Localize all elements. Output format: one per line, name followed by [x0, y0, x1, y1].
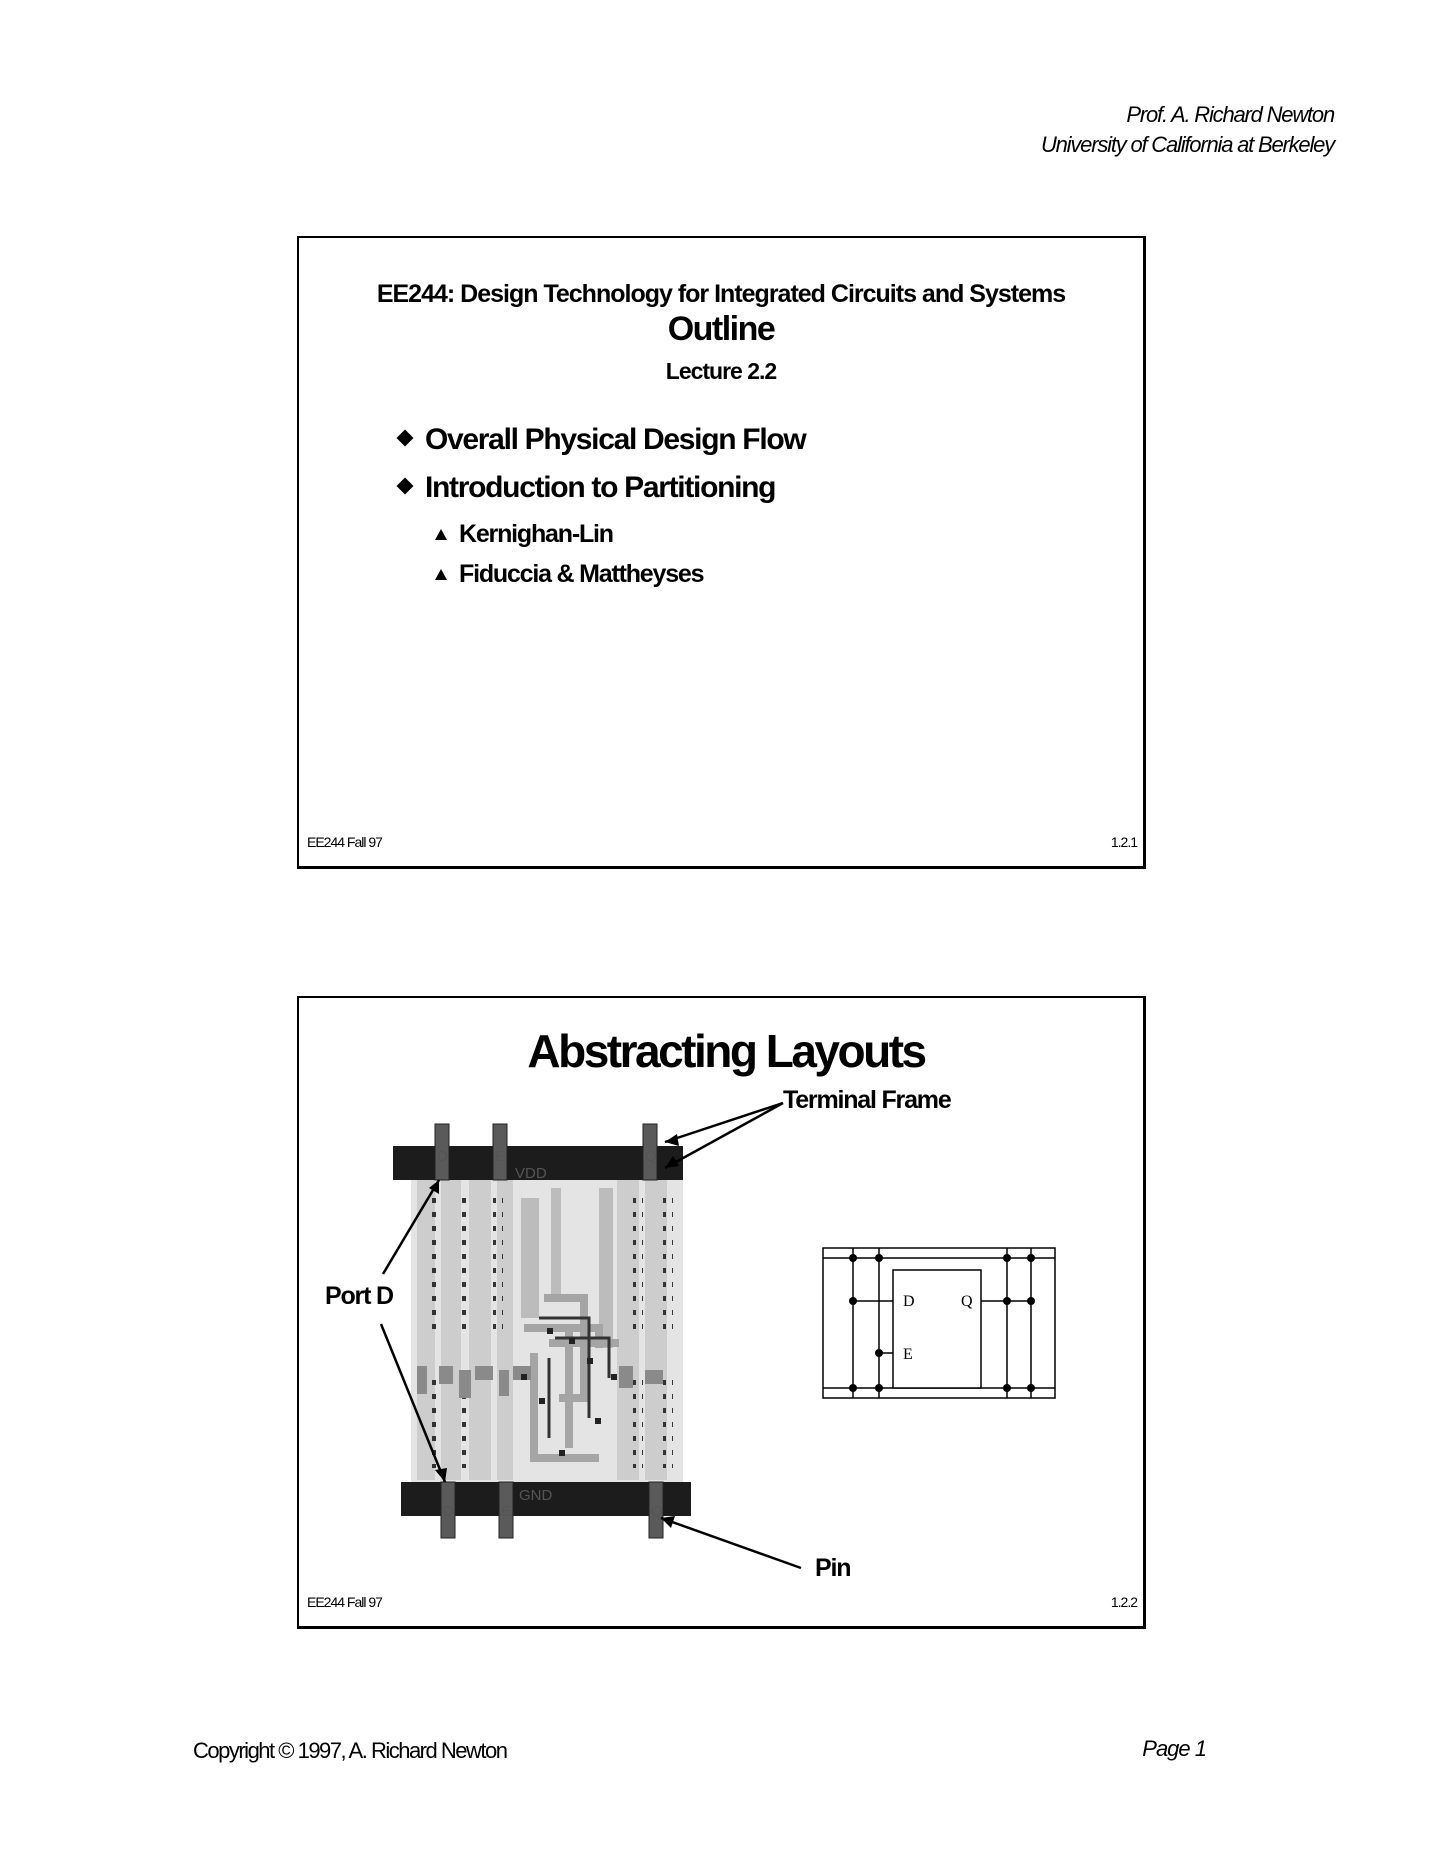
- pin-label-q-bottom: Q: [651, 1503, 663, 1520]
- diamond-bullet-icon: [396, 429, 414, 447]
- vdd-label: VDD: [515, 1165, 547, 1182]
- slide-number: 1.2.1: [1110, 834, 1138, 850]
- pin-label-e-bottom: E: [501, 1503, 511, 1520]
- port-d-label: Port D: [325, 1282, 393, 1310]
- diamond-bullet-icon: [396, 477, 414, 495]
- slide-footer-course: EE244 Fall 97: [307, 834, 383, 850]
- slide-title: Abstracting Layouts: [527, 1025, 927, 1077]
- top-pins: [434, 1123, 658, 1181]
- annotation-arrows: [379, 1101, 802, 1570]
- sub-bullet-item: Fiduccia & Mattheyses: [393, 556, 805, 596]
- pin-label-d: D: [437, 1148, 448, 1165]
- copyright-notice: Copyright © 1997, A. Richard Newton: [193, 1738, 508, 1763]
- outline-list: Overall Physical Design Flow Introductio…: [393, 420, 807, 596]
- symbol-e-label: E: [903, 1346, 913, 1363]
- pin-label-d-bottom: D: [443, 1503, 454, 1520]
- page-header: Prof. A. Richard Newton University of Ca…: [1040, 100, 1335, 160]
- slide-title: Outline: [667, 310, 776, 348]
- author-name: Prof. A. Richard Newton: [1126, 102, 1335, 127]
- slide-outline: EE244: Design Technology for Integrated …: [297, 236, 1146, 869]
- slide-abstracting-layouts: Abstracting Layouts: [297, 996, 1146, 1629]
- slide-number: 1.2.2: [1110, 1594, 1138, 1610]
- gnd-label: GND: [519, 1487, 553, 1504]
- lecture-subtitle: Lecture 2.2: [665, 358, 777, 384]
- symbol-q-label: Q: [961, 1293, 973, 1310]
- sub-bullet-item: Kernighan-Lin: [393, 516, 805, 556]
- institution-name: University of California at Berkeley: [1040, 132, 1335, 157]
- pin-label-q: Q: [645, 1148, 657, 1165]
- triangle-bullet-icon: [435, 528, 447, 540]
- page-number: Page 1: [1142, 1736, 1207, 1761]
- symbol-d-label: D: [903, 1293, 915, 1310]
- bullet-item: Introduction to Partitioning: [393, 468, 805, 516]
- terminal-frame-label: Terminal Frame: [783, 1086, 952, 1114]
- layout-diagram: D E Q VDD GND D E Q Terminal Frame: [325, 1086, 1056, 1582]
- pin-label-e: E: [495, 1148, 505, 1165]
- bottom-pins: [440, 1481, 664, 1539]
- slide-footer-course: EE244 Fall 97: [307, 1594, 383, 1610]
- course-title: EE244: Design Technology for Integrated …: [376, 280, 1066, 308]
- flipflop-symbol: [822, 1247, 1056, 1399]
- triangle-bullet-icon: [435, 568, 447, 580]
- pin-label: Pin: [815, 1554, 850, 1582]
- bullet-item: Overall Physical Design Flow: [393, 420, 807, 468]
